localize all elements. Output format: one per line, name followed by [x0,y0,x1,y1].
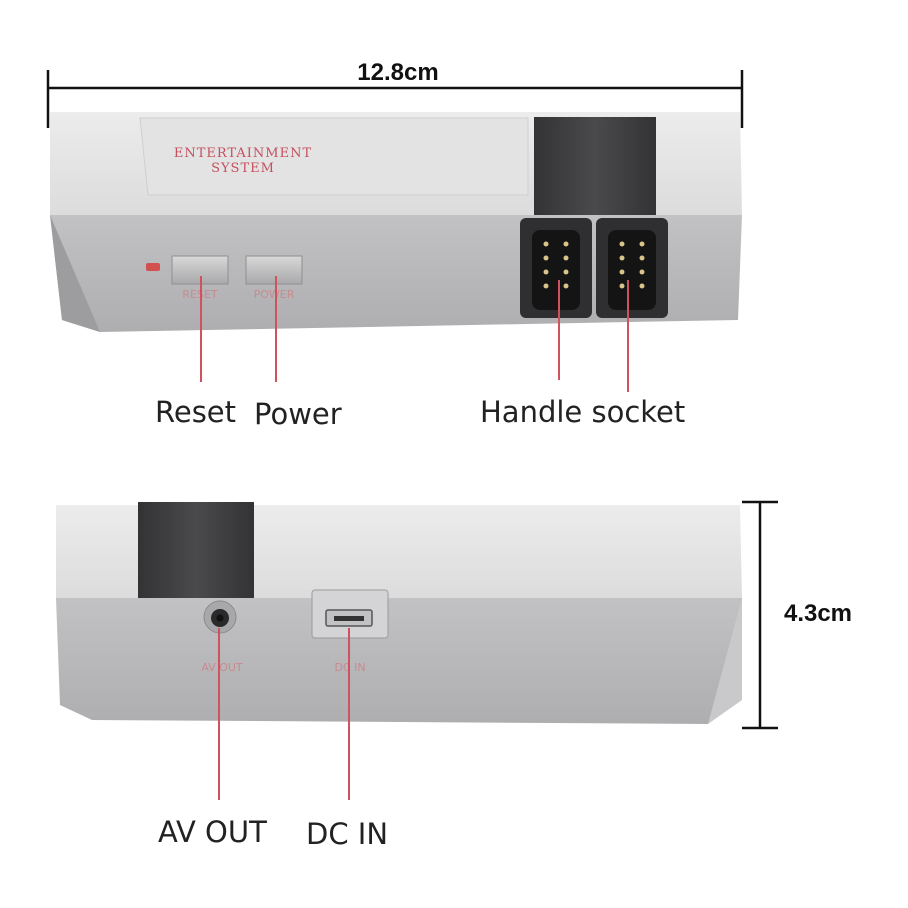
back-dark-block [138,502,254,598]
callout-av-out: AV OUT [158,815,267,849]
console-front-view: ENTERTAINMENT SYSTEM RESET POWER [50,112,742,332]
cartridge-slot-panel: ENTERTAINMENT SYSTEM [139,117,529,196]
callout-handle-socket: Handle socket [480,395,685,429]
console-back-view: AV OUT DC IN [56,502,742,724]
top-dark-block [534,117,656,215]
back-callout-lines [218,628,350,800]
callout-reset: Reset [155,395,236,429]
width-dimension: 12.8cm [46,59,744,128]
width-label: 12.8cm [357,59,438,86]
handle-socket-1[interactable] [520,218,592,318]
dc-in-port[interactable] [311,589,389,639]
av-out-jack[interactable] [203,600,237,634]
callout-power: Power [254,397,342,431]
handle-socket-2[interactable] [596,218,668,318]
panel-text-line1: ENTERTAINMENT [174,146,312,161]
front-callout-lines [200,276,629,392]
power-button[interactable]: POWER [245,255,303,301]
power-led [146,263,160,271]
panel-text-line2: SYSTEM [211,161,275,176]
height-dimension: 4.3cm [742,500,852,730]
height-label: 4.3cm [784,600,852,627]
av-out-print: AV OUT [201,661,243,674]
callout-dc-in: DC IN [306,817,388,851]
power-print: POWER [254,288,295,301]
